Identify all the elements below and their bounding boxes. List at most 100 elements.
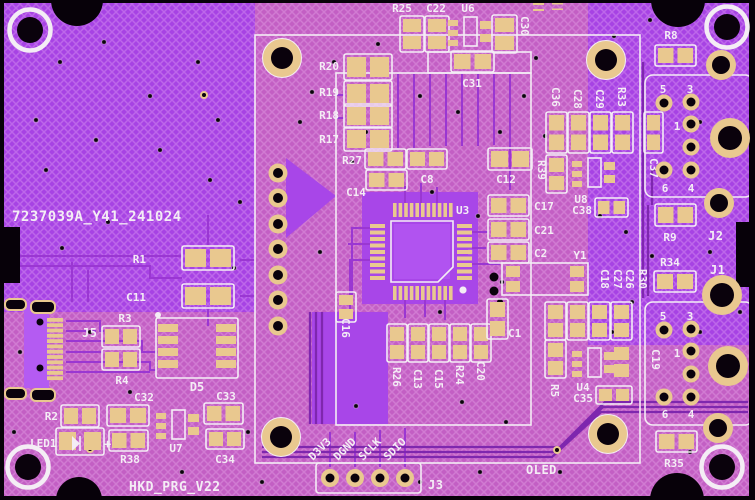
refdes-R19[interactable]: R19 [319, 86, 339, 99]
refdes-U6[interactable]: U6 [461, 2, 475, 15]
refdes-C27[interactable]: C27 [611, 269, 624, 289]
component-C32[interactable]: C32 [106, 391, 154, 427]
component-R34[interactable]: R34 [653, 256, 697, 293]
component-R4[interactable]: R4 [101, 348, 141, 387]
refdes-C11[interactable]: C11 [126, 291, 146, 304]
refdes-Y1[interactable]: Y1 [573, 249, 587, 262]
component[interactable] [533, 3, 544, 11]
component-R9[interactable]: R9 [654, 203, 697, 244]
component-R18[interactable]: R18 [319, 103, 393, 129]
component[interactable] [552, 3, 563, 10]
component-C27[interactable]: C27 [566, 269, 624, 341]
refdes-C30[interactable]: C30 [518, 16, 531, 36]
component-C14[interactable]: C14 [346, 169, 408, 199]
refdes-R27[interactable]: R27 [342, 154, 362, 167]
refdes-U8[interactable]: U8 [574, 193, 587, 206]
j2-label[interactable]: J2 [708, 229, 723, 243]
component-R39[interactable]: R39 [535, 154, 568, 194]
component[interactable] [4, 298, 63, 402]
refdes-R9[interactable]: R9 [663, 231, 676, 244]
component-C17[interactable]: C17 [487, 194, 554, 217]
component-LED1[interactable]: LED1 [30, 427, 105, 456]
component-R25[interactable]: R25 [392, 2, 425, 53]
component-C36[interactable]: C36 [545, 87, 568, 154]
refdes-C33[interactable]: C33 [216, 390, 236, 403]
component-R19[interactable]: R19 [319, 80, 393, 107]
refdes-U3[interactable]: U3 [456, 204, 469, 217]
component-C38[interactable]: C38 [572, 197, 629, 218]
refdes-C32[interactable]: C32 [134, 391, 154, 404]
component-C26[interactable]: C26 [588, 269, 636, 341]
refdes-D5[interactable]: D5 [190, 380, 204, 394]
component[interactable] [614, 347, 629, 377]
component-C31[interactable]: C31 [450, 50, 495, 90]
refdes-C15[interactable]: C15 [432, 369, 445, 389]
component-C33[interactable]: C33 [203, 390, 244, 425]
refdes-C13[interactable]: C13 [411, 369, 424, 389]
refdes-R17[interactable]: R17 [319, 133, 339, 146]
refdes-R1[interactable]: R1 [133, 253, 147, 266]
component-D5[interactable]: D5 [155, 317, 239, 394]
refdes-R35[interactable]: R35 [664, 457, 684, 470]
refdes-C17[interactable]: C17 [534, 200, 554, 213]
component-C11[interactable]: C11 [126, 283, 235, 309]
refdes-C12[interactable]: C12 [496, 173, 516, 186]
refdes-R30[interactable]: R30 [636, 269, 649, 289]
refdes-R39[interactable]: R39 [535, 160, 548, 180]
j3-label[interactable]: J3 [428, 478, 443, 492]
refdes-C16[interactable]: C16 [339, 318, 352, 338]
refdes-C35[interactable]: C35 [573, 392, 593, 405]
refdes-R4[interactable]: R4 [115, 374, 129, 387]
refdes-C1[interactable]: C1 [508, 327, 522, 340]
board-id-text[interactable]: 7237039A_Y41_241024 [12, 209, 182, 225]
component-R24[interactable]: R24 [449, 323, 471, 385]
refdes-R38[interactable]: R38 [120, 453, 140, 466]
component-R35[interactable]: R35 [655, 430, 698, 470]
refdes-U7[interactable]: U7 [169, 442, 182, 455]
component-R38[interactable]: R38 [108, 429, 149, 466]
component-R8[interactable]: R8 [654, 29, 697, 67]
refdes-C8[interactable]: C8 [420, 173, 433, 186]
component-R1[interactable]: R1 [133, 245, 235, 271]
component-R33[interactable]: R33 [611, 87, 634, 154]
component-R2[interactable]: R2 [45, 404, 100, 428]
refdes-R2[interactable]: R2 [45, 410, 58, 423]
c19-label[interactable]: C19 [649, 349, 662, 370]
component-C1[interactable]: C1 [486, 298, 522, 340]
component-R26[interactable]: R26 [386, 323, 408, 387]
component-R5[interactable]: R5 [544, 339, 567, 397]
component-U6[interactable]: U6 [448, 2, 491, 47]
refdes-C14[interactable]: C14 [346, 186, 366, 199]
refdes-C38[interactable]: C38 [572, 204, 592, 217]
refdes-C18[interactable]: C18 [598, 269, 611, 289]
refdes-R5[interactable]: R5 [548, 384, 561, 397]
refdes-C2[interactable]: C2 [534, 247, 547, 260]
component-C15[interactable]: C15 [428, 323, 450, 389]
j1-label[interactable]: J1 [710, 263, 725, 277]
component-R30[interactable]: R30 [610, 269, 649, 341]
refdes-R33[interactable]: R33 [615, 87, 628, 107]
refdes-R34[interactable]: R34 [660, 256, 680, 269]
component-U7[interactable]: U7 [156, 409, 199, 455]
component-R3[interactable]: R3 [101, 312, 141, 348]
refdes-C21[interactable]: C21 [534, 224, 554, 237]
refdes-R26[interactable]: R26 [390, 367, 403, 387]
component-Y1[interactable]: Y1 [501, 249, 589, 296]
refdes-C36[interactable]: C36 [549, 87, 562, 107]
oled-label[interactable]: OLED [526, 463, 557, 477]
component-C22[interactable]: C22 [424, 2, 450, 53]
component-C16[interactable]: C16 [335, 291, 357, 338]
component-C30[interactable]: C30 [491, 14, 531, 54]
refdes-R20[interactable]: R20 [319, 60, 339, 73]
component-C21[interactable]: C21 [487, 218, 554, 241]
refdes-R8[interactable]: R8 [664, 29, 677, 42]
refdes-C31[interactable]: C31 [462, 77, 482, 90]
component-C12[interactable]: C12 [487, 147, 533, 186]
refdes-C34[interactable]: C34 [215, 453, 235, 466]
component-C2[interactable]: C2 [487, 241, 547, 264]
component-R20[interactable]: R20 [319, 53, 393, 81]
component-C13[interactable]: C13 [407, 323, 429, 389]
component[interactable] [644, 74, 754, 198]
